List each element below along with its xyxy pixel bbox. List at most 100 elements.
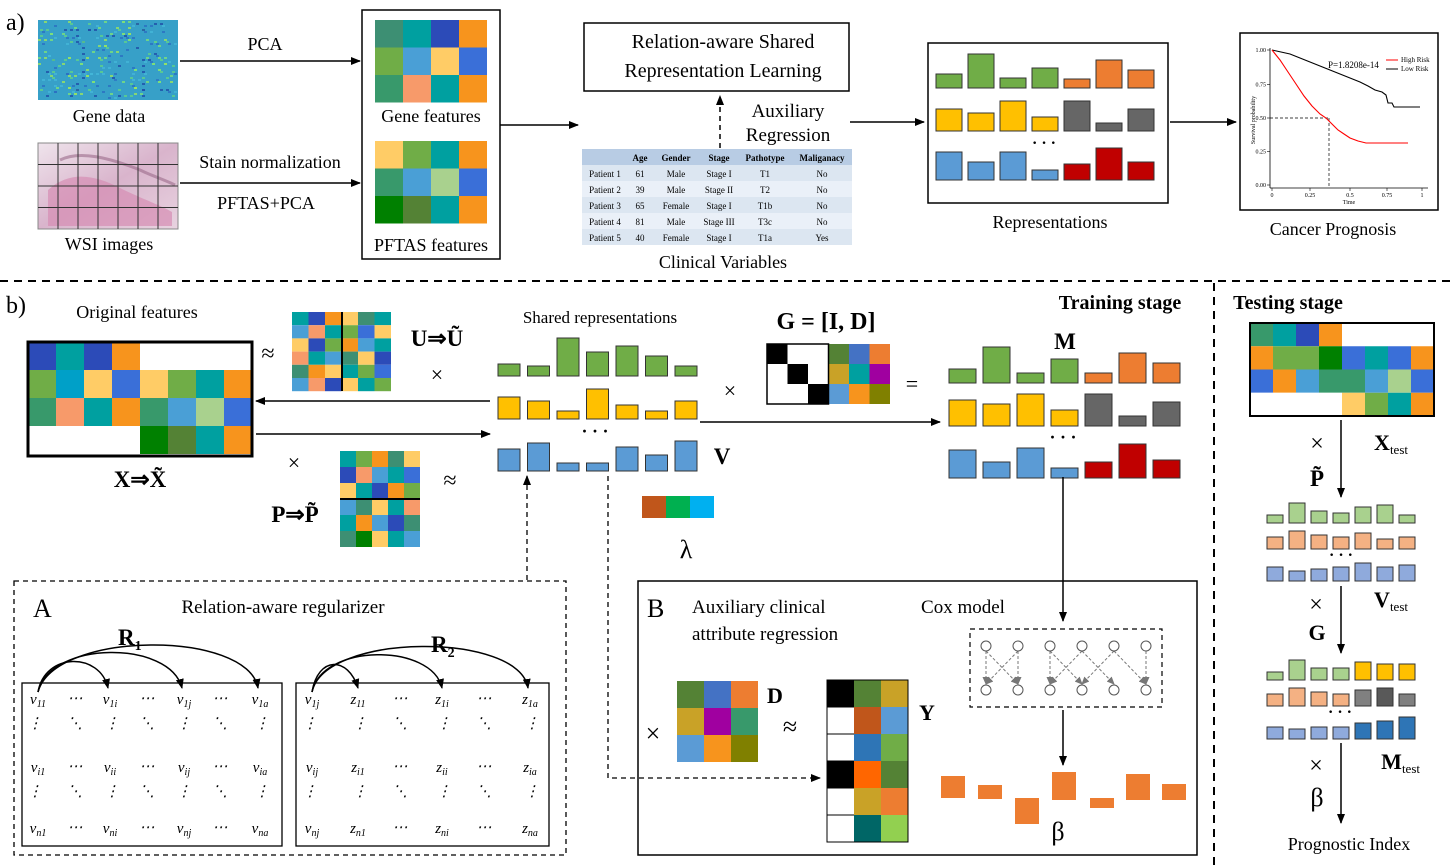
- m-test-bar: [1332, 726, 1350, 740]
- table-cell: Stage II: [705, 185, 733, 195]
- p-matrix-cell: [404, 483, 420, 499]
- x-test-cell: [1273, 392, 1296, 416]
- m-bar: [982, 403, 1011, 427]
- p-matrix-cell: [372, 467, 388, 483]
- x-test-cell: [1250, 323, 1273, 347]
- matrix-entry: ⋯: [393, 759, 408, 775]
- pftas-feature-cell: [459, 141, 487, 169]
- pftas-feature-cell: [375, 141, 403, 169]
- m-bar: [1084, 393, 1113, 427]
- matrix-entry: ⋮: [177, 784, 192, 800]
- matrix-entry: ⋯: [393, 691, 408, 707]
- matrix-entry: ⋮: [255, 716, 270, 732]
- pftas-feature-cell: [459, 168, 487, 196]
- beta-bars: [941, 772, 1186, 824]
- pftas-feature-cell: [403, 196, 431, 224]
- table-cell: T1a: [758, 233, 772, 243]
- matrix-entry: ⋮: [303, 784, 318, 800]
- p-matrix: [340, 451, 420, 547]
- times-ptilde: ×: [1310, 431, 1324, 457]
- m-bar: [1016, 447, 1045, 479]
- v-test-bar: [1310, 534, 1328, 550]
- representation-bar: [967, 112, 995, 132]
- x-test-cell: [1273, 346, 1296, 370]
- matrix-entry: ⋱: [393, 784, 408, 800]
- p-matrix-cell: [372, 531, 388, 547]
- g-matrix-cell: [828, 384, 849, 404]
- x-matrix-cell: [224, 398, 252, 426]
- m-test-bar: [1288, 687, 1306, 707]
- km-legend-high: High Risk: [1401, 56, 1430, 64]
- matrix-entry: ⋱: [140, 784, 155, 800]
- v-test-bar: [1398, 514, 1416, 524]
- matrix-entry: ⋮: [28, 716, 43, 732]
- original-features-label: Original features: [76, 302, 197, 322]
- x-matrix-cell: [168, 398, 196, 426]
- p-matrix-cell: [404, 499, 420, 515]
- matrix-entry: vnj: [305, 821, 320, 839]
- gene-feature-cell: [403, 47, 431, 75]
- km-ylabel: Survival probability: [1251, 96, 1257, 144]
- u-matrix-cell: [325, 338, 342, 352]
- rep-dots: · · ·: [1032, 135, 1056, 152]
- u-matrix-cell: [292, 351, 309, 365]
- beta-bar: [1052, 772, 1076, 800]
- x-matrix-cell: [140, 342, 168, 370]
- cox-node: [1108, 640, 1120, 652]
- part-b-label: b): [6, 293, 26, 319]
- u-matrix-cell: [374, 364, 391, 378]
- x-test-cell: [1342, 392, 1365, 416]
- table-cell: Stage I: [706, 169, 731, 179]
- table-cell: 65: [636, 201, 646, 211]
- shared-representation-bars: [497, 337, 698, 472]
- representation-bar: [1031, 169, 1059, 181]
- p-matrix-cell: [340, 467, 356, 483]
- cox-node: [1044, 684, 1056, 696]
- d-matrix-cell: [704, 708, 731, 735]
- g-matrix: [766, 343, 890, 405]
- x-test-cell: [1388, 346, 1411, 370]
- representation-bar: [1127, 69, 1155, 89]
- x-matrix-cell: [140, 426, 168, 454]
- y-matrix-cell: [881, 815, 908, 842]
- table-cell: 39: [636, 185, 646, 195]
- gene-feature-cell: [431, 20, 459, 48]
- lambda-weights: [642, 496, 714, 518]
- g-matrix-cell: [767, 364, 788, 384]
- gene-data-label: Gene data: [73, 106, 145, 126]
- table-cell: No: [817, 217, 828, 227]
- table-cell: T3c: [758, 217, 772, 227]
- representation-bar: [1127, 108, 1155, 132]
- cox-node: [1012, 684, 1024, 696]
- y-matrix-cell: [854, 680, 881, 707]
- gene-feature-cell: [459, 20, 487, 48]
- matrix-entry: ⋮: [105, 784, 120, 800]
- shared-representation-bar: [645, 355, 668, 377]
- shared-representation-bar: [527, 400, 550, 420]
- matrix-entry: ⋮: [437, 716, 452, 732]
- gene-feature-cell: [459, 75, 487, 103]
- r1-matrix-entries: v11⋯v1i⋯v1j⋯v1a⋮⋱⋮⋱⋮⋱⋮vi1⋯vii⋯vij⋯via⋮⋱⋮…: [28, 691, 270, 839]
- gene-feature-cell: [403, 75, 431, 103]
- x-matrix-cell: [168, 342, 196, 370]
- vtest-dots: · · ·: [1329, 547, 1353, 564]
- km-ytick: 0.50: [1256, 116, 1267, 122]
- pftas-feature-cell: [403, 168, 431, 196]
- p-matrix-cell: [356, 451, 372, 467]
- m-test-bar: [1266, 693, 1284, 707]
- rasrl-line2: Representation Learning: [624, 60, 821, 82]
- table-cell: No: [817, 201, 828, 211]
- cancer-prognosis-label: Cancer Prognosis: [1270, 219, 1396, 239]
- u-matrix-cell: [308, 378, 325, 392]
- v-test-bar: [1376, 538, 1394, 550]
- r1-arcs: [37, 644, 261, 693]
- u-matrix-cell: [341, 312, 358, 326]
- g-equation: G = [I, D]: [777, 309, 876, 335]
- table-cell: Male: [667, 217, 686, 227]
- x-matrix-cell: [28, 426, 56, 454]
- beta-test-symbol: β: [1310, 783, 1323, 812]
- cox-node: [1076, 640, 1088, 652]
- x-test-cell: [1365, 369, 1388, 393]
- km-ytick: 0.75: [1256, 83, 1267, 89]
- y-matrix-cell: [827, 707, 854, 734]
